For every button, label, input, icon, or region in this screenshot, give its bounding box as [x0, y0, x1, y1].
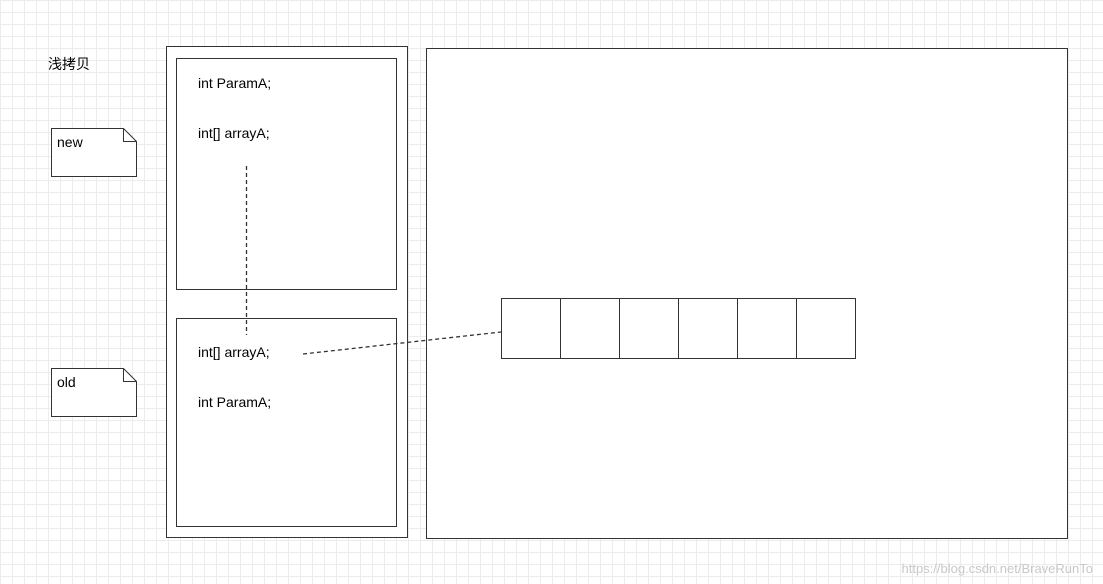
array-cells: [501, 298, 856, 359]
array-cell: [619, 298, 679, 359]
watermark: https://blog.csdn.net/BraveRunTo: [901, 561, 1093, 576]
diagram-title: 浅拷贝: [48, 56, 90, 72]
frame-new-object: int ParamA; int[] arrayA;: [176, 58, 397, 290]
frame-old-object: int[] arrayA; int ParamA;: [176, 318, 397, 527]
array-cell: [737, 298, 797, 359]
new-array-field: int[] arrayA;: [198, 125, 270, 141]
note-old-label: old: [57, 374, 76, 390]
array-cell: [678, 298, 738, 359]
heap-area: [426, 48, 1068, 539]
new-param-field: int ParamA;: [198, 75, 272, 91]
note-shape-icon: [51, 368, 137, 417]
array-cell: [796, 298, 856, 359]
array-cell: [560, 298, 620, 359]
array-cell: [501, 298, 561, 359]
old-array-field: int[] arrayA;: [198, 344, 270, 360]
note-old: old: [51, 368, 137, 417]
old-param-field: int ParamA;: [198, 394, 272, 410]
array-reference-line: [302, 331, 502, 355]
note-new-label: new: [57, 134, 83, 150]
note-shape-icon: [51, 128, 137, 177]
note-new: new: [51, 128, 137, 177]
